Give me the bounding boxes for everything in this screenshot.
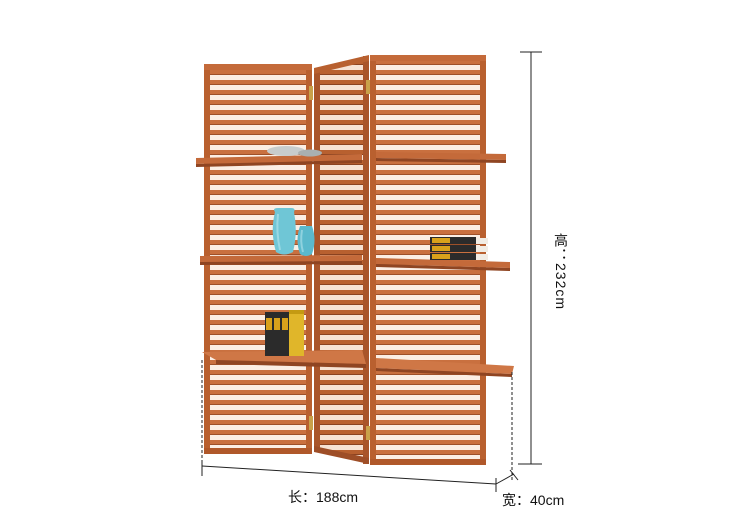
hinge: [366, 80, 370, 94]
shelf-middle: [200, 255, 510, 271]
book-stack: [430, 237, 488, 260]
vase-short: [297, 226, 315, 256]
book-upright: [265, 310, 304, 356]
length-dimension: [201, 360, 497, 492]
width-dimension: [495, 372, 519, 485]
width-label: 宽：40cm: [502, 492, 565, 508]
length-label: 长：188cm: [288, 489, 359, 505]
shelf-bottom: [202, 350, 514, 377]
decor-stone: [298, 149, 322, 157]
height-dimension: [518, 51, 542, 465]
decor-stone: [267, 146, 305, 156]
shelf-top: [196, 152, 506, 167]
hinge: [309, 416, 313, 430]
height-label: 高：232cm: [553, 233, 569, 311]
hinge: [309, 86, 313, 100]
hinge: [366, 426, 370, 440]
vase-tall: [272, 208, 296, 255]
